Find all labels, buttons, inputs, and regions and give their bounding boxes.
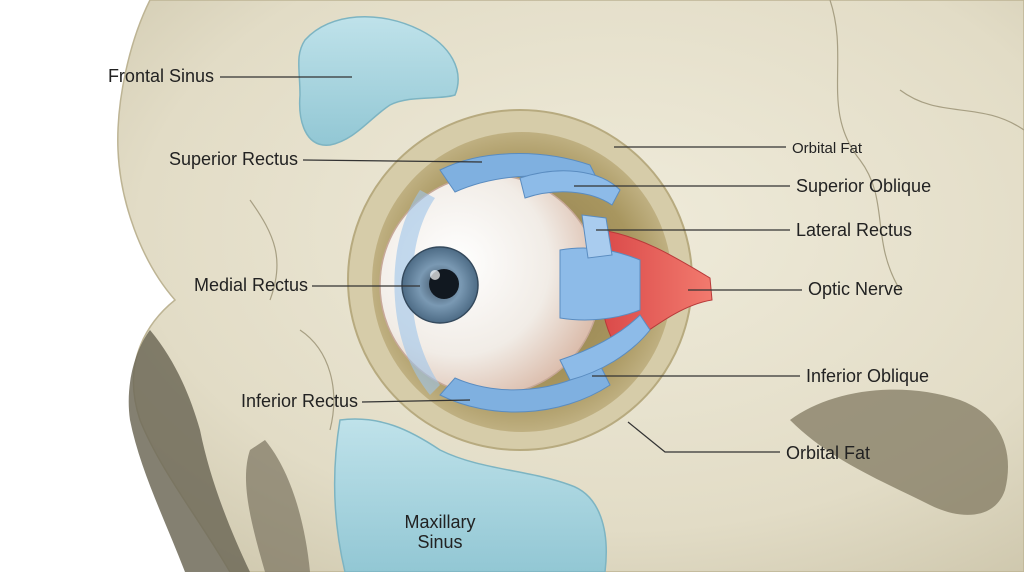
leader-lines bbox=[220, 76, 802, 453]
label-inferior-rectus: Inferior Rectus bbox=[240, 391, 358, 411]
frontal-sinus-shape bbox=[298, 15, 459, 146]
temporal-cavity bbox=[790, 389, 1008, 515]
label-superior-oblique: Superior Oblique bbox=[796, 176, 932, 196]
label-maxillary-sinus-line2: Sinus bbox=[417, 532, 463, 552]
label-lateral-rectus: Lateral Rectus bbox=[796, 220, 913, 240]
label-maxillary-sinus-line1: Maxillary bbox=[404, 512, 476, 532]
label-orbital-fat-top: Orbital Fat bbox=[792, 140, 863, 157]
superior-oblique-band bbox=[519, 170, 621, 206]
lateral-rectus-tendon bbox=[581, 214, 613, 259]
lateral-rectus-band bbox=[559, 247, 641, 321]
label-superior-rectus: Superior Rectus bbox=[168, 149, 298, 169]
nasal-cavity bbox=[128, 330, 250, 572]
maxillary-sinus-shape bbox=[333, 418, 607, 572]
label-optic-nerve: Optic Nerve bbox=[808, 279, 904, 299]
inferior-oblique-band bbox=[559, 314, 651, 381]
label-inferior-oblique: Inferior Oblique bbox=[806, 366, 930, 386]
label-frontal-sinus: Frontal Sinus bbox=[107, 66, 214, 86]
inferior-rectus-band bbox=[439, 364, 611, 413]
medial-band bbox=[394, 190, 440, 395]
label-medial-rectus: Medial Rectus bbox=[193, 275, 308, 295]
label-orbital-fat-bottom: Orbital Fat bbox=[786, 443, 871, 463]
